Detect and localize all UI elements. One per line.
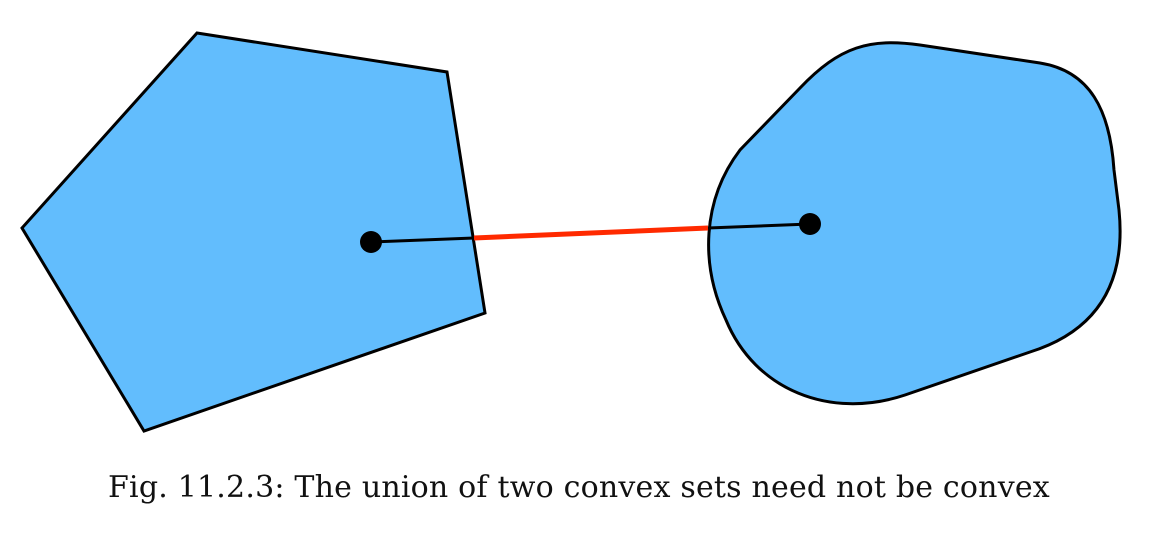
point-in-pentagon: [360, 231, 382, 253]
pentagon-convex-set: [20, 31, 487, 433]
segment-inside-pentagon: [370, 236, 475, 244]
point-in-blob: [799, 213, 821, 235]
segment-outside-union: [473, 225, 709, 241]
figure-caption: Fig. 11.2.3: The union of two convex set…: [108, 470, 1050, 505]
segment-inside-blob: [707, 222, 811, 230]
rounded-convex-set: [707, 41, 1122, 406]
convex-union-diagram: [20, 31, 1122, 433]
